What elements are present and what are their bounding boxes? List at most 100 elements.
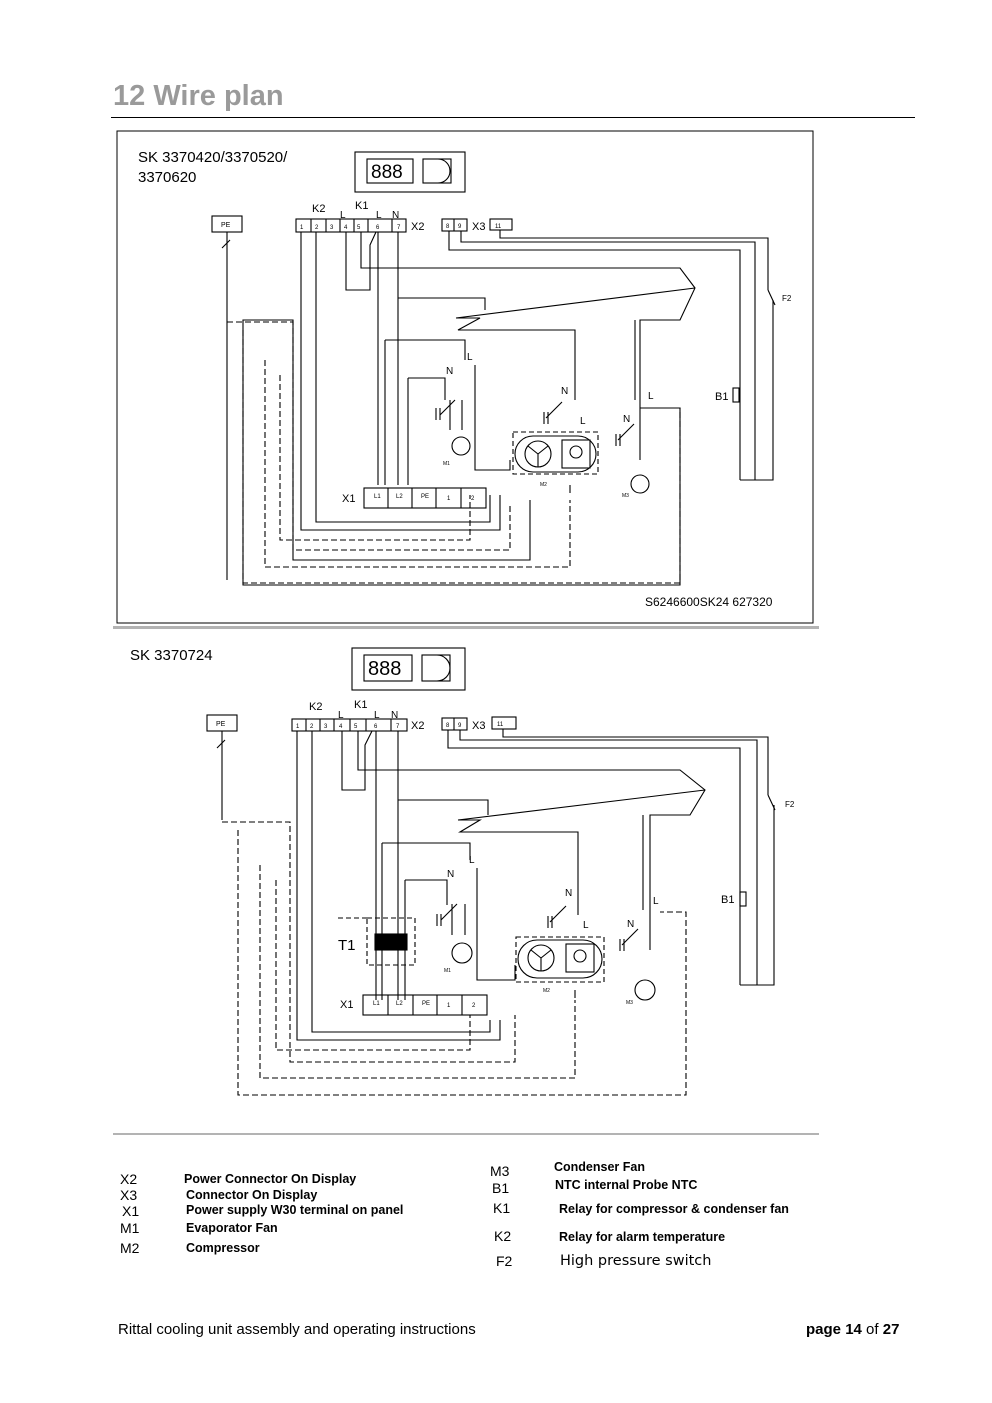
svg-text:L: L (376, 210, 382, 221)
m2-compressor-icon-2: N L M2 (515, 888, 605, 998)
svg-text:5: 5 (357, 225, 361, 231)
legend-desc: Connector On Display (186, 1188, 318, 1202)
svg-text:L: L (374, 710, 380, 721)
svg-text:4: 4 (344, 225, 348, 231)
svg-text:1: 1 (296, 724, 300, 730)
display-unit-icon: 888 (354, 151, 466, 193)
svg-text:L: L (469, 855, 475, 866)
svg-text:4: 4 (339, 724, 343, 730)
svg-text:6: 6 (374, 724, 378, 730)
page-heading: 12 Wire plan (113, 80, 284, 112)
legend-code: M1 (120, 1220, 140, 1236)
f2-label: F2 (782, 294, 792, 303)
svg-text:3: 3 (330, 225, 334, 231)
footer-page-current: 14 (845, 1321, 862, 1338)
x2-terminal-strip-2: 1 2 3 4 5 6 7 (291, 718, 408, 732)
svg-text:PE: PE (216, 721, 226, 728)
legend-desc: Evaporator Fan (186, 1221, 278, 1235)
drawing-number: S6246600SK24 627320 (645, 595, 773, 609)
x1-terminal-strip-2: X1 L1 L2 PE 1 2 (340, 994, 488, 1016)
footer-page-word: page (806, 1321, 842, 1338)
svg-text:M2: M2 (543, 988, 550, 994)
wiring-diagram-1: SK 3370420/3370520/ 3370620 888 PE 1 2 3… (116, 130, 814, 624)
x3-label: X3 (472, 221, 485, 233)
svg-text:1: 1 (447, 496, 451, 502)
diagram-1-title-line1: SK 3370420/3370520/ (138, 149, 288, 166)
svg-text:7: 7 (397, 225, 401, 231)
x1-label: X1 (342, 493, 355, 505)
display-digits: 888 (371, 162, 403, 183)
svg-text:N: N (561, 386, 568, 397)
diagram-1-title-line2: 3370620 (138, 169, 196, 186)
svg-text:L2: L2 (396, 1001, 403, 1007)
svg-text:X2: X2 (411, 720, 424, 732)
svg-text:PE: PE (422, 1001, 430, 1007)
b1-label: B1 (715, 391, 728, 403)
svg-text:M1: M1 (443, 461, 450, 467)
svg-text:2: 2 (472, 1003, 476, 1009)
heading-rule (111, 117, 915, 118)
svg-text:L: L (583, 920, 589, 931)
diagram-separator (113, 626, 819, 629)
svg-text:N: N (392, 210, 399, 221)
svg-text:3: 3 (324, 724, 328, 730)
svg-text:2: 2 (315, 225, 319, 231)
svg-text:2: 2 (310, 724, 314, 730)
legend-code: X1 (122, 1203, 140, 1219)
t1-transformer-icon: T1 (337, 917, 416, 966)
svg-text:L1: L1 (373, 1001, 380, 1007)
m3-condenser-fan-icon: N L M3 (242, 319, 681, 586)
svg-text:11: 11 (497, 722, 504, 728)
x2-terminal-strip: 1 2 3 4 5 6 7 (295, 218, 407, 233)
legend-code: F2 (496, 1253, 513, 1269)
footer-document-title: Rittal cooling unit assembly and operati… (118, 1321, 476, 1338)
svg-text:L: L (648, 391, 654, 402)
svg-text:L: L (340, 210, 346, 221)
svg-text:M2: M2 (540, 482, 547, 488)
m1-evaporator-fan-icon-2: N L M1 (436, 855, 475, 974)
legend-desc: Power supply W30 terminal on panel (186, 1203, 404, 1217)
svg-text:N: N (623, 414, 630, 425)
legend-desc: Compressor (186, 1241, 260, 1255)
svg-text:N: N (627, 919, 634, 930)
b1-probe-icon (732, 387, 740, 403)
wiring-diagram-2: SK 3370724 888 PE 1 2 3 4 5 6 7 X2 K2 K1… (130, 647, 795, 1096)
svg-text:11: 11 (495, 224, 502, 230)
footer-of-word: of (866, 1321, 879, 1338)
legend-code: M3 (490, 1163, 510, 1179)
svg-text:X1: X1 (340, 999, 353, 1011)
svg-text:7: 7 (396, 724, 400, 730)
svg-text:M1: M1 (444, 968, 451, 974)
k2-label: K2 (312, 203, 325, 215)
k1-label: K1 (355, 200, 368, 212)
diagram-1-frame (116, 130, 814, 624)
legend-code: X2 (120, 1171, 138, 1187)
svg-text:L: L (467, 352, 473, 363)
svg-text:K1: K1 (354, 699, 367, 711)
legend-code: M2 (120, 1240, 140, 1256)
footer-page-number: page 14 of 27 (806, 1321, 899, 1338)
svg-text:X3: X3 (472, 720, 485, 732)
legend-desc: Relay for alarm temperature (559, 1230, 726, 1244)
legend-code: X3 (120, 1187, 138, 1203)
legend-code: K2 (494, 1228, 512, 1244)
m2-compressor-icon: N L M2 (512, 386, 599, 493)
svg-text:1: 1 (300, 225, 304, 231)
t1-label: T1 (338, 937, 356, 954)
legend-code: B1 (492, 1180, 510, 1196)
svg-text:K2: K2 (309, 701, 322, 713)
svg-text:N: N (447, 869, 454, 880)
legend-desc: Relay for compressor & condenser fan (559, 1202, 789, 1216)
footer-page-total: 27 (882, 1321, 900, 1338)
svg-text:L: L (580, 416, 586, 427)
svg-text:PE: PE (421, 494, 429, 500)
svg-text:L1: L1 (374, 494, 381, 500)
svg-text:M3: M3 (622, 493, 629, 499)
legend-desc: Condenser Fan (554, 1160, 645, 1174)
legend-code: K1 (493, 1200, 511, 1216)
svg-text:1: 1 (447, 1003, 451, 1009)
svg-text:L: L (653, 896, 659, 907)
svg-text:9: 9 (458, 224, 462, 230)
svg-text:L2: L2 (396, 494, 403, 500)
